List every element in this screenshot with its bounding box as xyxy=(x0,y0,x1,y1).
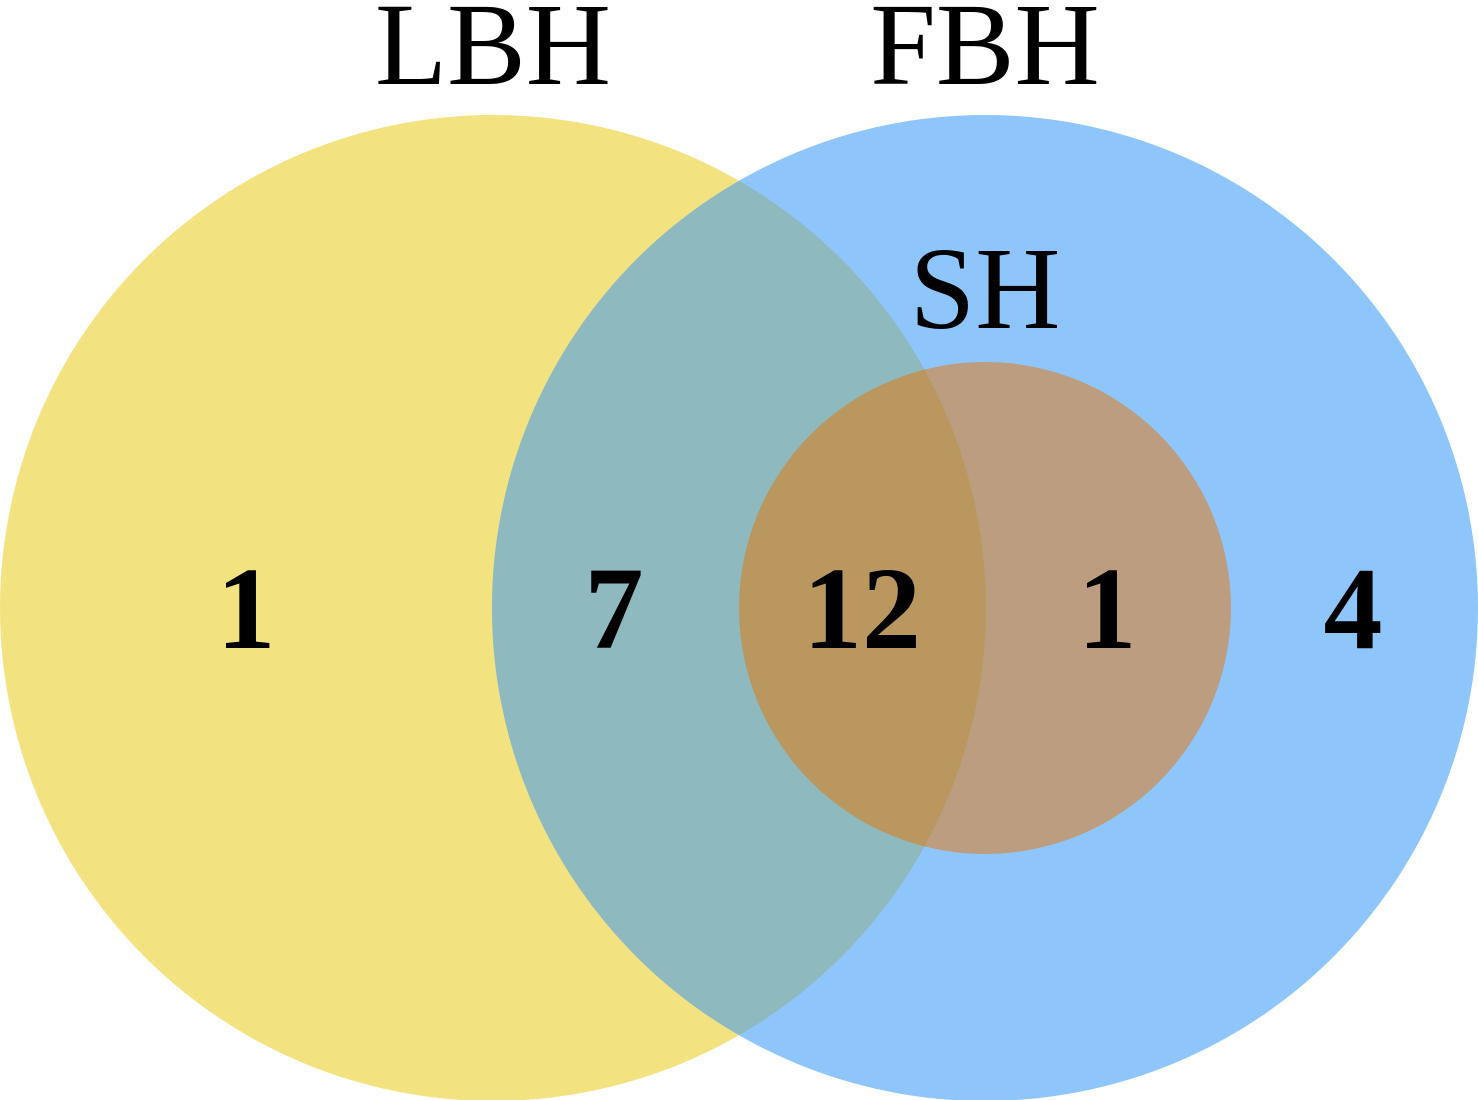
fbh-sh-count: 1 xyxy=(1078,543,1137,674)
lbh-only-count: 1 xyxy=(217,543,276,674)
lbh-fbh-sh-count: 12 xyxy=(803,543,921,674)
fbh-set-label: FBH xyxy=(870,0,1100,110)
sh-set-label: SH xyxy=(910,223,1061,354)
lbh-set-label: LBH xyxy=(375,0,611,110)
lbh-fbh-count: 7 xyxy=(585,543,644,674)
lbh-fbh-sh-overlap xyxy=(739,362,986,854)
fbh-only-count: 4 xyxy=(1324,543,1383,674)
